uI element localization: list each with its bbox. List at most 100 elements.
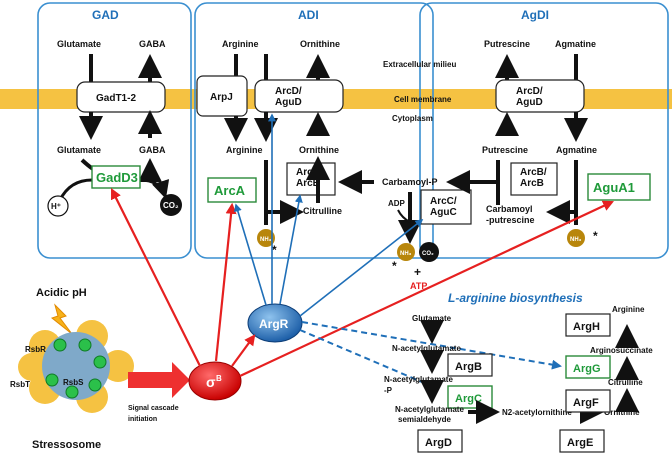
argf-label: ArgF — [573, 397, 599, 409]
sigma-to-gadd3 — [111, 188, 201, 367]
argb-box — [447, 353, 493, 377]
agdi-putrescine-out: Putrescine — [484, 39, 530, 49]
agua1-label: AguA1 — [593, 180, 635, 195]
argb-label: ArgB — [455, 361, 482, 373]
cytoplasm-label: Cytoplasm — [392, 114, 433, 123]
rsbt-label: RsbT — [10, 380, 30, 389]
adi-panel — [194, 2, 434, 259]
agdi-agmatine-out: Agmatine — [555, 39, 596, 49]
atp-label: ATP — [410, 281, 427, 291]
argf-box — [565, 389, 611, 413]
adi-arginine-in: Arginine — [226, 145, 263, 155]
rsbs-label: RsbS — [63, 378, 84, 387]
argr-to-arcc — [299, 219, 424, 317]
agdi-arcb-box — [510, 162, 558, 196]
bio-ornithine: Ornithine — [604, 408, 640, 417]
arge-box — [559, 429, 605, 453]
stressosome-label: Stressosome — [32, 439, 101, 451]
argr-to-arca — [234, 203, 267, 306]
bio-glutamate: Glutamate — [412, 314, 452, 323]
argr-label: ArgR — [259, 317, 289, 331]
adp-curve — [397, 209, 411, 223]
argr-to-arcb — [279, 194, 303, 305]
gadd3-label: GadD3 — [96, 170, 138, 185]
lightning-icon — [50, 303, 73, 335]
agua1-box — [587, 173, 651, 201]
gad-title: GAD — [92, 8, 119, 22]
adi-antiporter-label: ArcD/AguD — [275, 86, 302, 108]
arca-label: ArcA — [214, 183, 246, 198]
gad-glutamate-out: Glutamate — [57, 39, 101, 49]
adi-ornithine-in: Ornithine — [299, 145, 339, 155]
gad-co2-curve — [139, 178, 170, 199]
agdi-antiporter-label: ArcD/AguD — [516, 86, 543, 108]
adi-ornithine-out: Ornithine — [300, 39, 340, 49]
sigma-to-argr — [231, 334, 256, 367]
sigma-to-arca — [214, 202, 237, 362]
argr-to-argg — [301, 321, 562, 370]
gad-co2-label: CO₂ — [163, 201, 179, 210]
bio-arginine: Arginine — [612, 305, 645, 314]
center-nh3-label: NH₃ — [400, 251, 412, 257]
bio-semialdehyde-2: semialdehyde — [398, 415, 451, 424]
gad-panel — [37, 2, 192, 259]
cell-membrane-label: Cell membrane — [394, 95, 452, 104]
argd-box — [417, 429, 463, 453]
adi-nh3-label: NH₃ — [260, 237, 272, 243]
acidic-ph-label: Acidic pH — [36, 287, 87, 299]
sigma-label: σ — [206, 374, 216, 390]
proton-label: H⁺ — [51, 202, 61, 211]
stressosome-complex — [18, 320, 134, 413]
sigma-superscript: B — [216, 374, 222, 383]
argc-label: ArgC — [455, 393, 482, 405]
bio-n-acetylglutamate-p: N-acetylglutamate-P — [384, 375, 453, 395]
argh-box — [565, 313, 611, 337]
gad-co2-circle — [160, 194, 182, 216]
arge-label: ArgE — [567, 437, 593, 449]
center-nh3-circle — [397, 243, 415, 261]
agdi-agmatine-in: Agmatine — [556, 145, 597, 155]
carbamoyl-p-label: Carbamoyl-P — [382, 177, 438, 187]
gad-gaba-out: GABA — [139, 39, 166, 49]
gad-glutamate-in: Glutamate — [57, 145, 101, 155]
bio-n-acetylglutamate: N-acetylglutamate — [392, 344, 461, 353]
sigma-to-agua1 — [239, 200, 614, 377]
signal-cascade-arrow — [128, 362, 190, 398]
adp-label: ADP — [388, 199, 406, 208]
gad-proton-curve — [58, 178, 93, 201]
agdi-antiporter-box — [495, 79, 585, 113]
adi-antiporter-box — [254, 79, 344, 113]
agdi-panel — [419, 2, 669, 259]
rsbr-label: RsbR — [25, 345, 46, 354]
argg-box — [565, 355, 611, 379]
citrulline-label: Citrulline — [303, 206, 342, 216]
proton-circle — [47, 195, 69, 217]
agdi-title: AgDI — [521, 8, 549, 22]
biosynthesis-title: L-arginine biosynthesis — [448, 291, 583, 305]
bio-argininosuccinate: Arginosuccinate — [590, 346, 653, 355]
agdi-nh3-circle — [567, 229, 585, 247]
argh-label: ArgH — [573, 321, 600, 333]
gad-gaba-in: GABA — [139, 145, 166, 155]
gadd3-box — [91, 165, 141, 189]
arpj-box — [196, 75, 248, 117]
extracellular-label: Extracellular milieu — [383, 60, 456, 69]
gadt-transporter-label: GadT1-2 — [96, 93, 136, 104]
arca-box — [207, 177, 257, 203]
center-plus: + — [414, 265, 421, 279]
gadt-transporter-box — [76, 81, 166, 113]
sigma-b-node — [188, 361, 242, 401]
bio-n2-acetylornithine: N2-acetylornithine — [502, 408, 572, 417]
argd-label: ArgD — [425, 437, 452, 449]
adi-arginine-out: Arginine — [222, 39, 259, 49]
argr-to-argc — [299, 329, 438, 390]
agdi-arcb-label: ArcB/ArcB — [520, 167, 547, 189]
center-star: * — [392, 259, 397, 273]
arcc-box — [420, 189, 472, 225]
arpj-label: ArpJ — [210, 92, 233, 103]
adi-nh3-circle — [257, 229, 275, 247]
arcc-label: ArcC/AguC — [430, 196, 457, 218]
